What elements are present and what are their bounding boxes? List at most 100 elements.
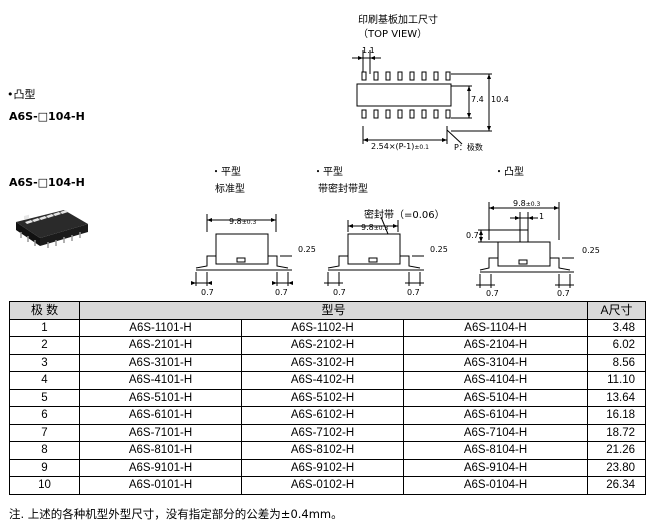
dim-thickness-1: 0.25 — [298, 245, 316, 254]
poles-label: P：极数 — [454, 143, 483, 152]
model-label-1: A6S-□104-H — [9, 110, 85, 123]
bump-type-label: •凸型 — [7, 88, 36, 101]
dim-pitch-formula-group: 2.54×(P-1)±0.1 — [371, 142, 429, 151]
model-101-cell: A6S-8101-H — [79, 441, 242, 460]
seal-tape-note: 密封带（=0.06） — [364, 210, 445, 221]
dim-width-value-2: 9.8 — [361, 223, 374, 232]
model-102-cell: A6S-1102-H — [241, 318, 404, 337]
dim-width-tol-1: ±0.3 — [241, 219, 257, 226]
model-101-cell: A6S-2101-H — [79, 336, 242, 355]
flat-tape-heading-1: ・平型 — [313, 167, 343, 178]
model-102-cell: A6S-4102-H — [241, 371, 404, 390]
dim-pitch-formula: 2.54×(P-1) — [371, 142, 415, 151]
dim-width-tol-2: ±0.3 — [373, 225, 389, 232]
dim-lead-2a: 0.7 — [333, 288, 346, 297]
dim-pitch-tol: ±0.1 — [414, 144, 429, 151]
dim-lead-3b: 0.7 — [557, 289, 570, 298]
dim-lead-3a: 0.7 — [486, 289, 499, 298]
a-dim-cell: 23.80 — [587, 458, 647, 477]
dim-pitch-top: 1.1 — [362, 46, 375, 55]
footnote: 注. 上述的各种机型外型尺寸，没有指定部分的公差为±0.4mm。 — [9, 507, 343, 521]
model-101-cell: A6S-5101-H — [79, 388, 242, 407]
model-102-cell: A6S-5102-H — [241, 388, 404, 407]
poles-cell: 7 — [9, 423, 80, 442]
a-dim-cell: 13.64 — [587, 388, 647, 407]
model-102-cell: A6S-7102-H — [241, 423, 404, 442]
a-dim-cell: 26.34 — [587, 476, 647, 495]
poles-cell: 9 — [9, 458, 80, 477]
poles-cell: 3 — [9, 353, 80, 372]
dim-thickness-2: 0.25 — [430, 245, 448, 254]
a-dim-cell: 8.56 — [587, 353, 647, 372]
a-dim-cell: 11.10 — [587, 371, 647, 390]
dim-width-1: 9.8±0.3 — [229, 217, 256, 226]
model-104-cell: A6S-4104-H — [402, 371, 589, 390]
pcb-drawing — [352, 50, 492, 145]
dim-width-2: 9.8±0.3 — [361, 223, 388, 232]
dim-height-inner: 7.4 — [471, 95, 484, 104]
flat-tape-heading-2: 带密封带型 — [318, 184, 368, 195]
model-101-cell: A6S-6101-H — [79, 406, 242, 425]
model-104-cell: A6S-1104-H — [402, 318, 589, 337]
side-view-drawings — [191, 202, 574, 288]
model-102-cell: A6S-3102-H — [241, 353, 404, 372]
pcb-title: 印刷基板加工尺寸 — [358, 15, 438, 26]
model-101-cell: A6S-0101-H — [79, 476, 242, 495]
poles-cell: 2 — [9, 336, 80, 355]
model-102-cell: A6S-8102-H — [241, 441, 404, 460]
model-102-cell: A6S-6102-H — [241, 406, 404, 425]
dim-thickness-3: 0.25 — [582, 246, 600, 255]
poles-cell: 5 — [9, 388, 80, 407]
dim-width-value-1: 9.8 — [229, 217, 242, 226]
a-dim-cell: 18.72 — [587, 423, 647, 442]
a-dim-cell: 16.18 — [587, 406, 647, 425]
model-104-cell: A6S-5104-H — [402, 388, 589, 407]
model-102-cell: A6S-0102-H — [241, 476, 404, 495]
model-101-cell: A6S-7101-H — [79, 423, 242, 442]
flat-standard-heading-1: ・平型 — [211, 167, 241, 178]
model-102-cell: A6S-9102-H — [241, 458, 404, 477]
dim-lead-1b: 0.7 — [275, 288, 288, 297]
dip-switch-image — [16, 210, 88, 248]
model-104-cell: A6S-6104-H — [402, 406, 589, 425]
poles-cell: 1 — [9, 318, 80, 337]
poles-cell: 10 — [9, 476, 80, 495]
poles-cell: 6 — [9, 406, 80, 425]
dim-stem-width: 1 — [539, 212, 545, 221]
model-label-2: A6S-□104-H — [9, 176, 85, 189]
model-101-cell: A6S-1101-H — [79, 318, 242, 337]
model-101-cell: A6S-3101-H — [79, 353, 242, 372]
bump-heading: ・凸型 — [494, 167, 524, 178]
model-104-cell: A6S-3104-H — [402, 353, 589, 372]
model-102-cell: A6S-2102-H — [241, 336, 404, 355]
dim-lead-2b: 0.7 — [407, 288, 420, 297]
a-dim-cell: 21.26 — [587, 441, 647, 460]
table-header-row: 极 数 型号 A尺寸 — [9, 301, 647, 320]
model-101-cell: A6S-9101-H — [79, 458, 242, 477]
dim-width-tol-3: ±0.3 — [525, 201, 541, 208]
dim-width-3: 9.8±0.3 — [513, 199, 540, 208]
dim-stem-height: 0.7 — [466, 231, 479, 240]
dim-width-value-3: 9.8 — [513, 199, 526, 208]
dim-height-outer: 10.4 — [491, 95, 509, 104]
header-a-dim: A尺寸 — [587, 301, 647, 320]
model-104-cell: A6S-2104-H — [402, 336, 589, 355]
pcb-subtitle: （TOP VIEW） — [358, 29, 428, 40]
model-104-cell: A6S-8104-H — [402, 441, 589, 460]
model-101-cell: A6S-4101-H — [79, 371, 242, 390]
model-104-cell: A6S-7104-H — [402, 423, 589, 442]
header-model: 型号 — [78, 301, 589, 320]
dim-lead-1a: 0.7 — [201, 288, 214, 297]
a-dim-cell: 6.02 — [587, 336, 647, 355]
